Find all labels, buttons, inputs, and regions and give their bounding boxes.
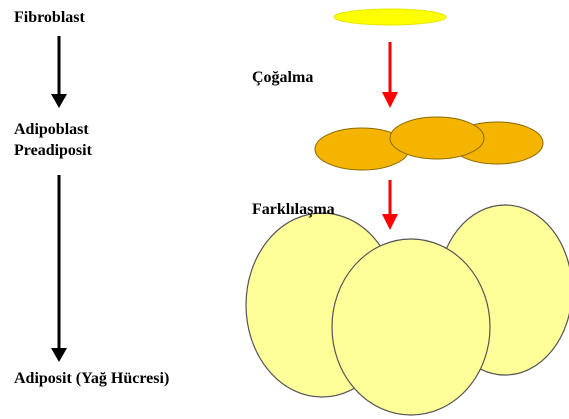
label-differentiation: Farklılaşma xyxy=(252,201,335,219)
adipocyte-cell-center xyxy=(332,239,490,415)
differentiation-arrow xyxy=(382,180,398,230)
label-adiposit: Adiposit (Yağ Hücresi) xyxy=(14,370,169,388)
lineage-arrow-2 xyxy=(51,175,67,362)
label-adipoblast: Adipoblast xyxy=(14,121,89,139)
fibroblast-cell xyxy=(334,9,446,25)
lineage-arrow-1 xyxy=(51,36,67,108)
label-preadiposit: Preadiposit xyxy=(14,142,92,160)
label-proliferation: Çoğalma xyxy=(252,69,313,87)
preadipocyte-cell-center xyxy=(390,117,484,159)
proliferation-arrow xyxy=(382,42,398,108)
label-fibroblast: Fibroblast xyxy=(14,9,85,27)
